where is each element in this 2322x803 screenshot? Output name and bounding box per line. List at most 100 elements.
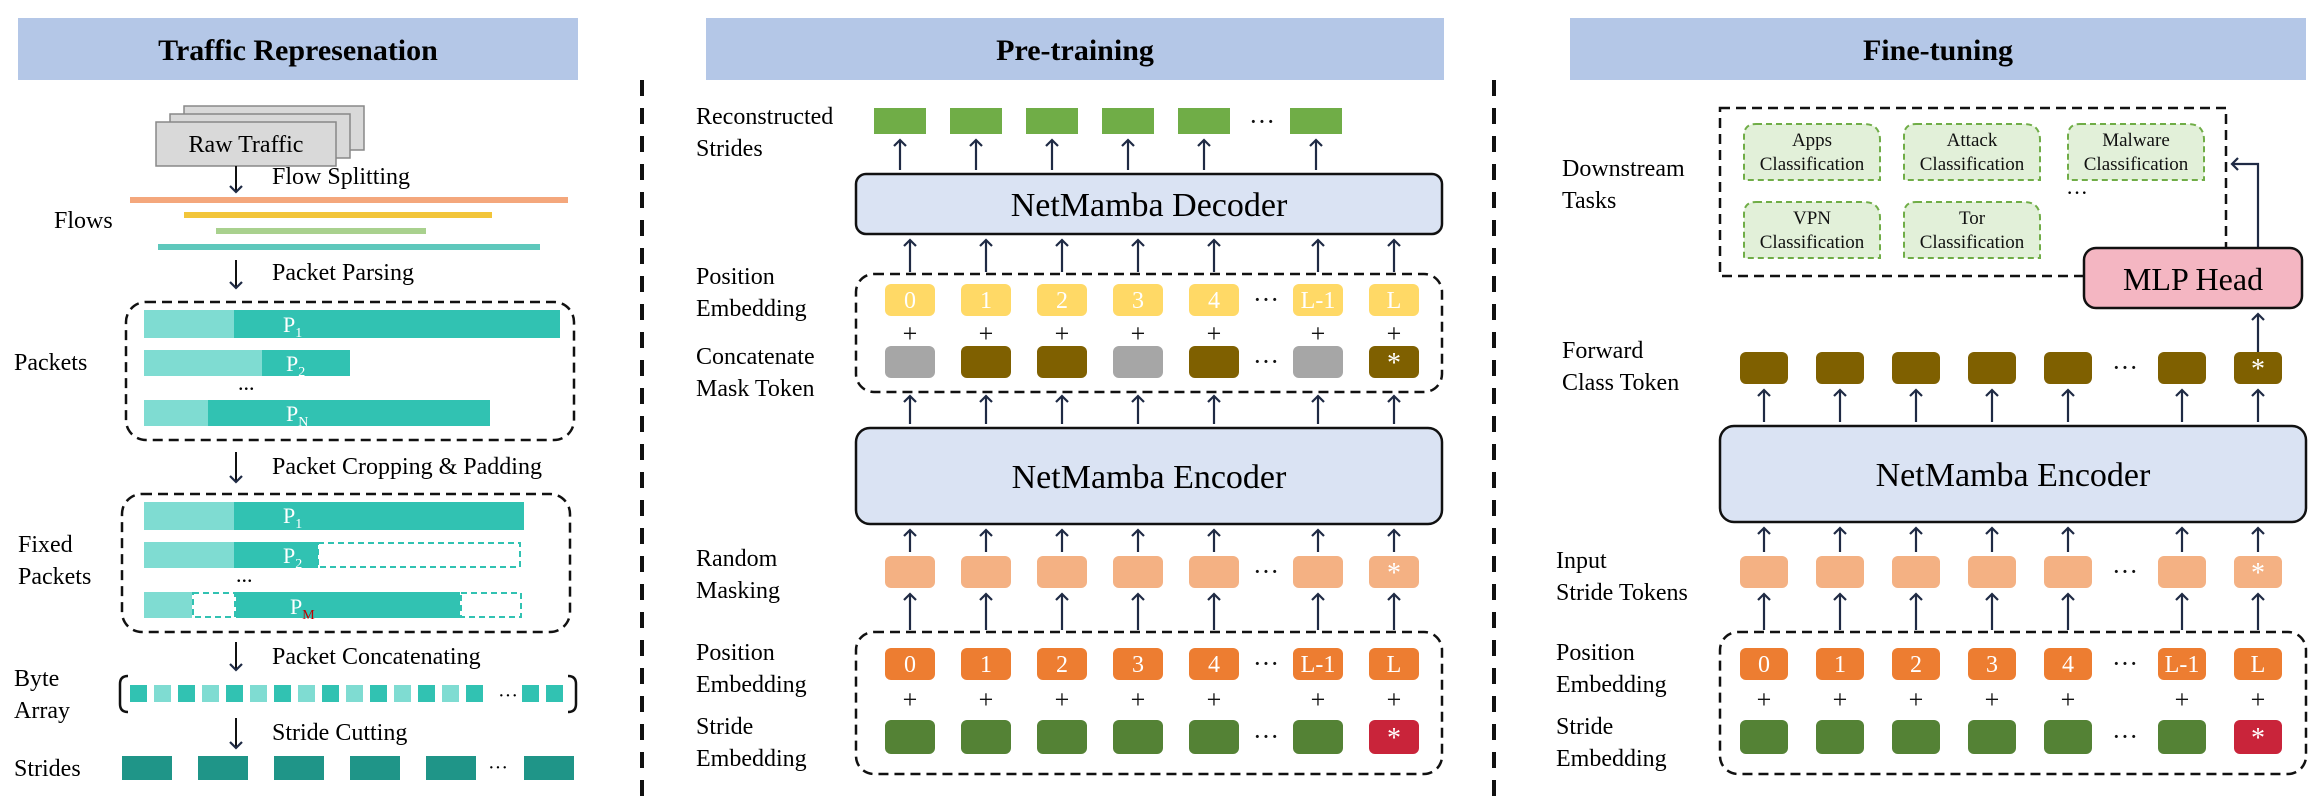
pt-decoder-position-token bbox=[1113, 284, 1163, 316]
ft-position-plus-sign: + bbox=[1757, 685, 1772, 714]
step-cropping-padding: Packet Cropping & Padding bbox=[272, 454, 542, 480]
packet-p2 bbox=[144, 350, 350, 376]
pt-label-reconstructed-1: Reconstructed bbox=[696, 104, 833, 130]
task-card-line1: VPN bbox=[1793, 208, 1831, 229]
pt-decoder-position-plus-sign: + bbox=[903, 319, 918, 348]
byte-cell bbox=[130, 685, 147, 702]
ft-input-arrows bbox=[1757, 592, 2265, 630]
ft-input-stride-token bbox=[1816, 556, 1864, 588]
netmamba-decoder-block bbox=[854, 172, 1444, 236]
byte-cell bbox=[346, 685, 363, 702]
traffic-header: Traffic Represenation bbox=[158, 34, 438, 67]
byte-cell bbox=[418, 685, 435, 702]
ft-input-stride-token bbox=[2234, 556, 2282, 588]
pretraining-header-bg bbox=[706, 18, 1444, 80]
ft-position-token bbox=[1740, 648, 1788, 680]
ft-position-token-label: 2 bbox=[1910, 652, 1922, 678]
byte-cell bbox=[370, 685, 387, 702]
pt-decoder-position-token-label: L bbox=[1387, 288, 1402, 314]
ft-stride-token bbox=[1740, 720, 1788, 754]
pt-position-token bbox=[1293, 648, 1343, 680]
ft-class-token bbox=[2234, 352, 2282, 384]
reconstructed-dots: ··· bbox=[1249, 107, 1275, 136]
pt-decoder-position-token-label: L-1 bbox=[1301, 288, 1336, 314]
step-stride-cutting: Stride Cutting bbox=[272, 720, 407, 746]
pt-stride-token bbox=[1113, 720, 1163, 754]
task-card-line2: Classification bbox=[1920, 232, 2025, 253]
label-flows: Flows bbox=[54, 208, 113, 234]
byte-cell bbox=[394, 685, 411, 702]
ft-stride-token bbox=[2234, 720, 2282, 754]
fixed-packet-p2 bbox=[144, 542, 521, 568]
downstream-tasks-box bbox=[1718, 106, 2228, 278]
ft-netmamba-encoder-label: NetMamba Encoder bbox=[1876, 457, 2151, 494]
ft-class-token bbox=[2044, 352, 2092, 384]
ft-position-token-label: 4 bbox=[2062, 652, 2074, 678]
pt-stride-token bbox=[1037, 720, 1087, 754]
pt-label-position-b-1: Position bbox=[696, 640, 775, 666]
byte-cell bbox=[274, 685, 291, 702]
pt-decoder-input-box bbox=[854, 272, 1444, 394]
ft-label-downstream-1: Downstream bbox=[1562, 156, 1685, 182]
ft-position-plus-sign: + bbox=[2175, 685, 2190, 714]
packet-p2-label: P2 bbox=[286, 351, 305, 380]
step-packet-parsing: Packet Parsing bbox=[272, 260, 414, 286]
step-concatenating: Packet Concatenating bbox=[272, 644, 481, 670]
ft-position-token bbox=[1816, 648, 1864, 680]
label-fixed-packets-2: Packets bbox=[18, 564, 91, 590]
pt-label-concat-2: Mask Token bbox=[696, 376, 815, 402]
pt-stride-token bbox=[1189, 720, 1239, 754]
ft-position-token bbox=[1892, 648, 1940, 680]
reconstructed-stride-token bbox=[1178, 108, 1230, 134]
byte-cell bbox=[250, 685, 267, 702]
ft-position-plus-sign: + bbox=[2061, 685, 2076, 714]
pt-random-masking-star-mark: * bbox=[1387, 558, 1401, 589]
ft-position-token-label: 1 bbox=[1834, 652, 1846, 678]
ft-stride-token bbox=[1892, 720, 1940, 754]
task-card bbox=[1743, 123, 1881, 181]
ft-netmamba-encoder-block bbox=[1718, 424, 2308, 524]
fixed-packets-dashed-box bbox=[120, 492, 572, 634]
task-card-line2: Classification bbox=[1920, 154, 2025, 175]
pt-decoder-position-token bbox=[1037, 284, 1087, 316]
flow-line-3 bbox=[216, 228, 426, 234]
pt-position-token bbox=[1189, 648, 1239, 680]
pt-position-plus-sign: + bbox=[1207, 685, 1222, 714]
byte-cell bbox=[546, 685, 563, 702]
stride-block bbox=[274, 756, 324, 780]
pt-position-row: 0+1+2+3+4+L-1+L+··· bbox=[885, 648, 1419, 714]
pt-random-masking-token bbox=[1113, 556, 1163, 588]
byte-cell bbox=[226, 685, 243, 702]
label-byte-array-1: Byte bbox=[14, 666, 59, 692]
pt-position-token bbox=[961, 648, 1011, 680]
raw-traffic-label: Raw Traffic bbox=[189, 132, 304, 158]
packet-pn-label: PN bbox=[286, 401, 308, 430]
pt-position-token-label: 2 bbox=[1056, 652, 1068, 678]
strides-row bbox=[122, 756, 574, 780]
ft-label-position-1: Position bbox=[1556, 640, 1635, 666]
ft-stride-row: *··· bbox=[1740, 720, 2282, 754]
pt-netmamba-encoder-block bbox=[854, 426, 1444, 526]
pt-random-masking-dots: ··· bbox=[1253, 557, 1279, 586]
pt-decoder-position-token bbox=[1369, 284, 1419, 316]
ft-position-token-label: L-1 bbox=[2165, 652, 2200, 678]
pt-position-token bbox=[1369, 648, 1419, 680]
byte-cell bbox=[322, 685, 339, 702]
reconstructed-stride-token bbox=[950, 108, 1002, 134]
pt-position-token bbox=[1037, 648, 1087, 680]
pt-position-token-label: 4 bbox=[1208, 652, 1220, 678]
pt-position-token-label: 1 bbox=[980, 652, 992, 678]
ft-class-token-row: *··· bbox=[1740, 352, 2282, 385]
pt-position-plus-sign: + bbox=[1311, 685, 1326, 714]
ft-position-token-label: 0 bbox=[1758, 652, 1770, 678]
label-packets: Packets bbox=[14, 350, 87, 376]
ft-stride-token bbox=[1968, 720, 2016, 754]
packet-p1-label: P1 bbox=[283, 312, 302, 341]
pt-mask-token bbox=[1293, 346, 1343, 378]
ft-class-token bbox=[1892, 352, 1940, 384]
ft-stride-token bbox=[2158, 720, 2206, 754]
ft-class-dots: ··· bbox=[2112, 353, 2138, 382]
fixed-packet-p1-label: P1 bbox=[283, 503, 302, 532]
pt-label-stride-2: Embedding bbox=[696, 746, 807, 772]
byte-cell bbox=[522, 685, 539, 702]
